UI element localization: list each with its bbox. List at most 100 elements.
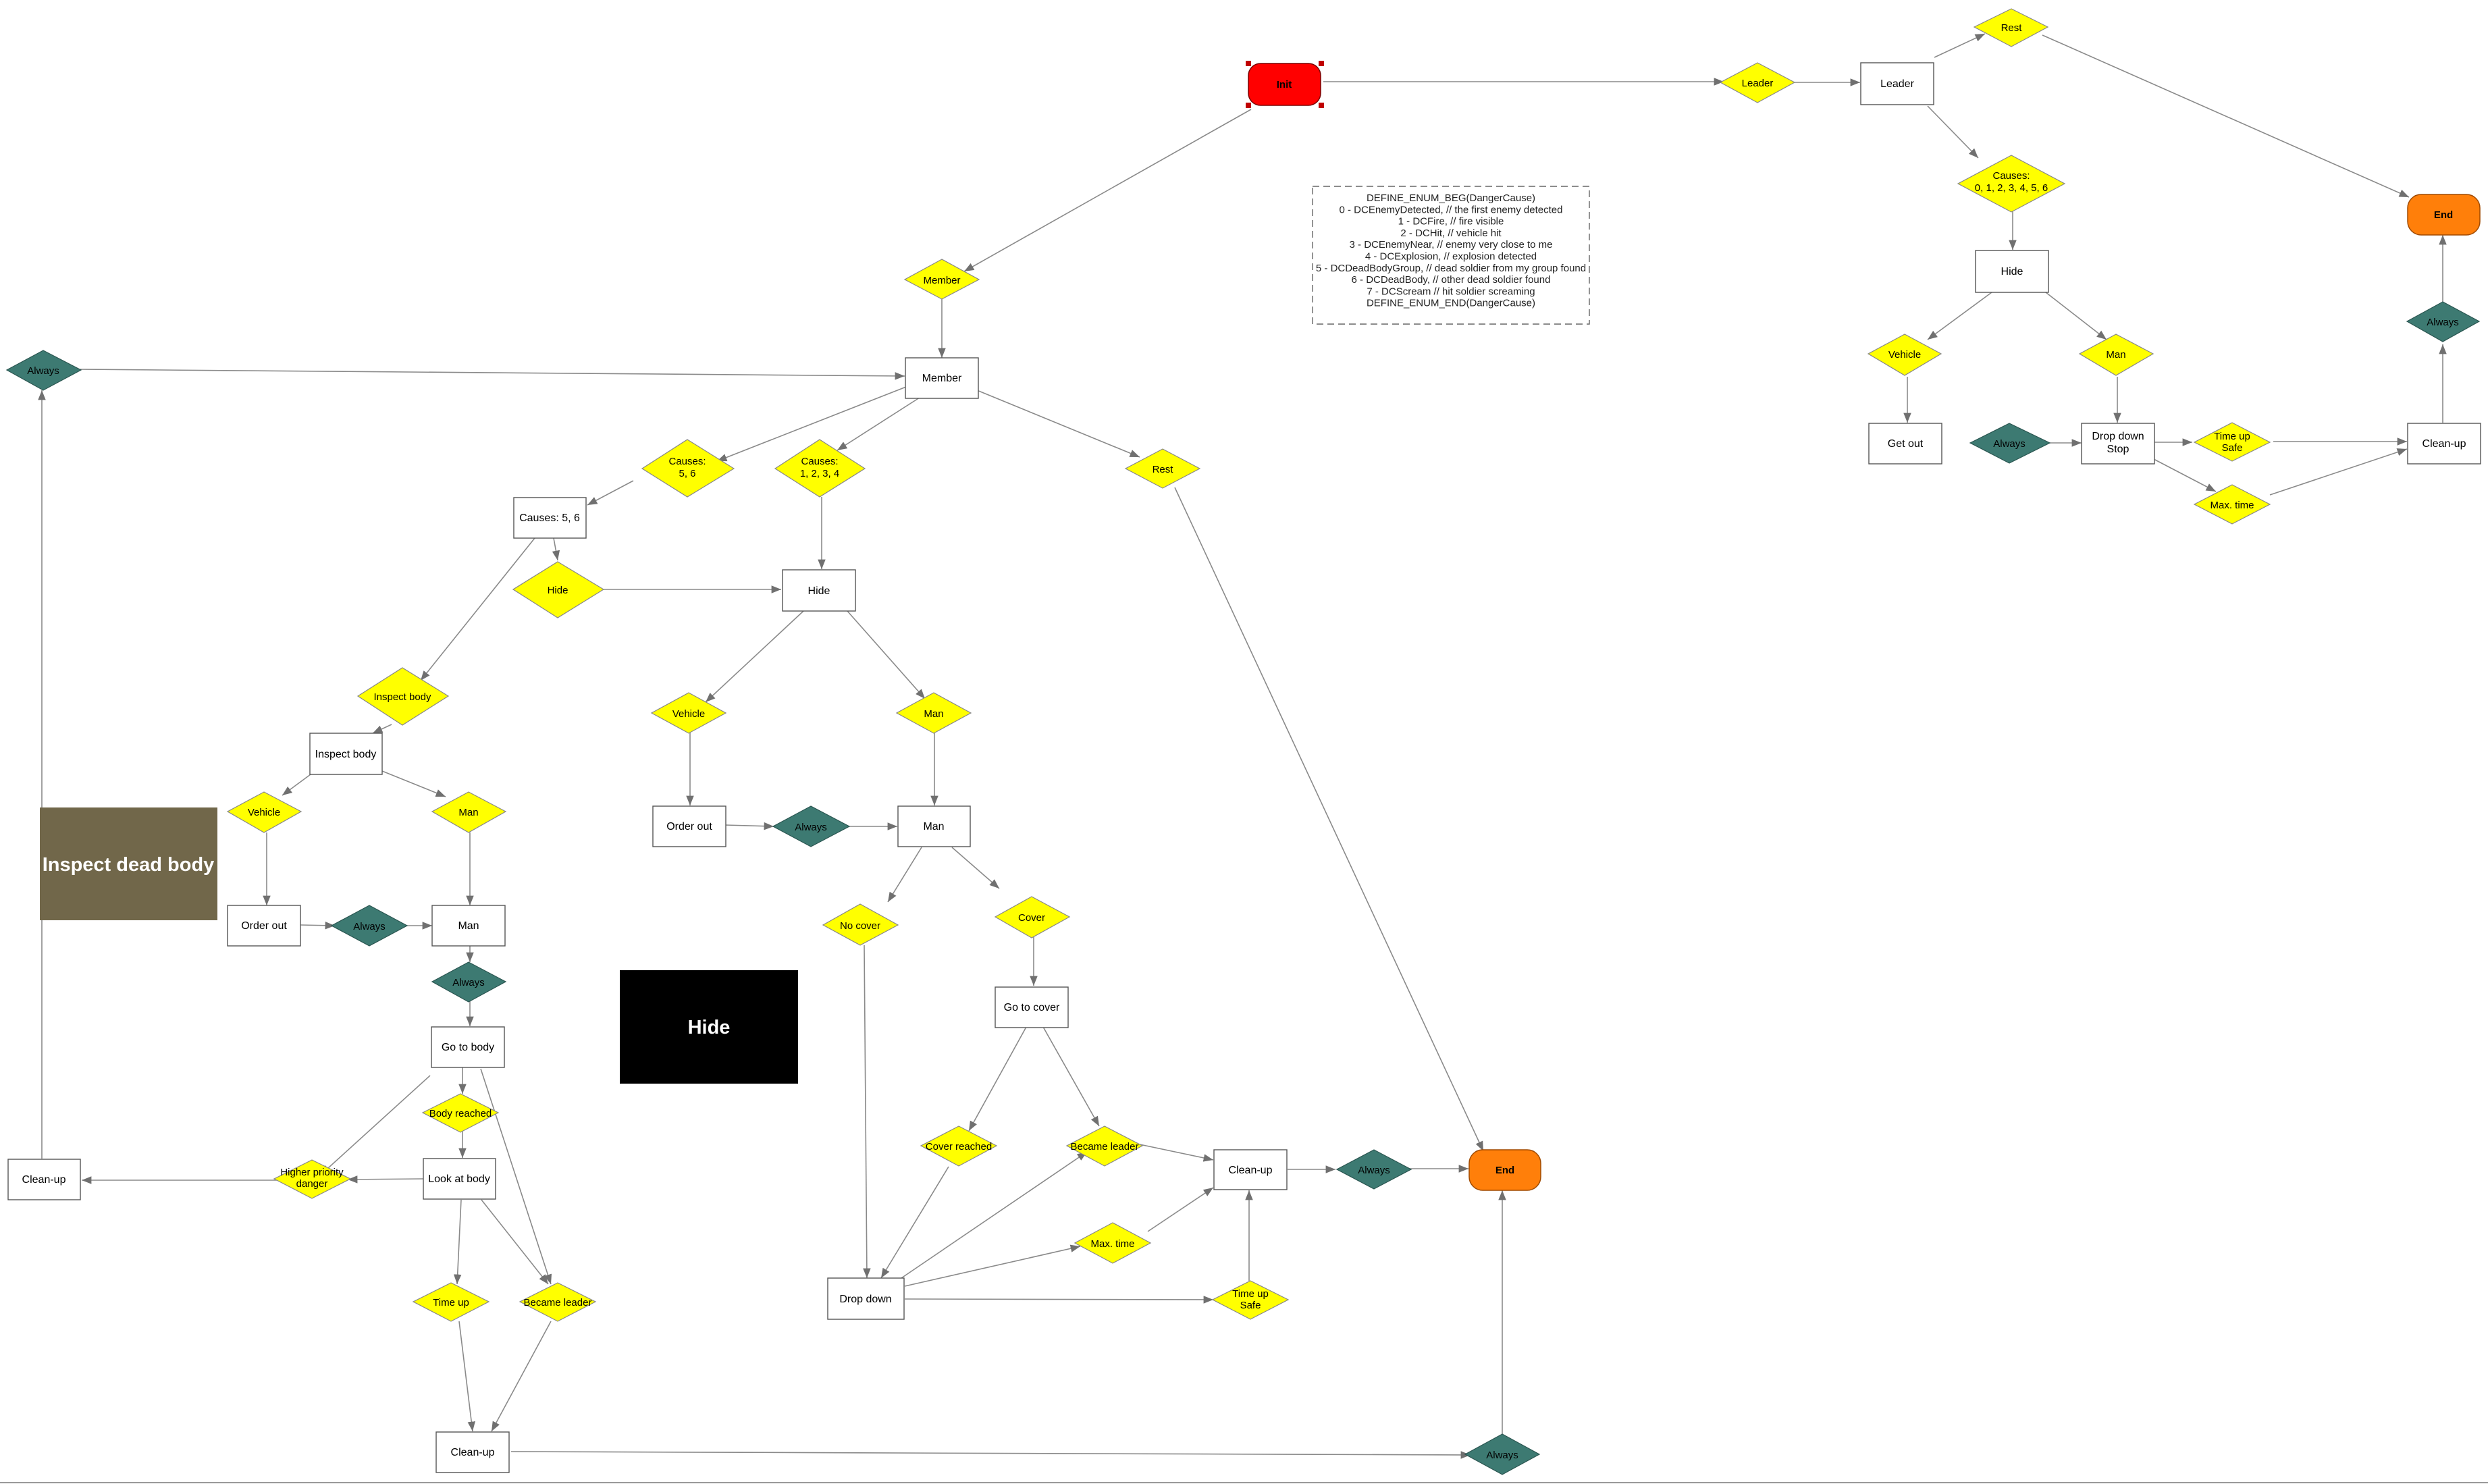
edge xyxy=(1147,1187,1214,1232)
state-label: Stop xyxy=(2107,444,2129,455)
edge xyxy=(847,610,926,699)
state-cleanup-bottom[interactable]: Clean-up xyxy=(435,1431,510,1473)
state-get-out[interactable]: Get out xyxy=(1868,423,1942,465)
state-member[interactable]: Member xyxy=(905,357,979,399)
cond-man-leader[interactable]: Man xyxy=(2078,334,2154,376)
cond-vehicle-leader[interactable]: Vehicle xyxy=(1867,334,1942,376)
state-go-to-body[interactable]: Go to body xyxy=(431,1026,505,1068)
cond-rest-mid[interactable]: Rest xyxy=(1124,448,1201,489)
cond-inspect-body[interactable]: Inspect body xyxy=(356,667,450,726)
state-go-to-cover[interactable]: Go to cover xyxy=(995,986,1069,1028)
edge xyxy=(552,537,560,561)
cond-always-insp2[interactable]: Always xyxy=(431,961,507,1003)
state-inspect-body[interactable]: Inspect body xyxy=(309,733,383,775)
cond-label: Time up xyxy=(1232,1288,1269,1300)
cond-label: Causes: xyxy=(1992,170,2030,182)
cond-vehicle-member[interactable]: Vehicle xyxy=(650,692,727,734)
state-cleanup-left[interactable]: Clean-up xyxy=(7,1159,81,1200)
init-node[interactable]: Init xyxy=(1246,61,1324,108)
state-order-out-left[interactable]: Order out xyxy=(227,905,301,947)
edge xyxy=(372,724,392,734)
end-node-mid[interactable]: End xyxy=(1468,1149,1541,1191)
state-label: Go to cover xyxy=(1004,1002,1060,1013)
state-label: Hide xyxy=(2001,266,2023,277)
cond-became-leader-left[interactable]: Became leader xyxy=(519,1282,597,1322)
cond-always-left[interactable]: Always xyxy=(5,350,82,391)
cond-member[interactable]: Member xyxy=(903,259,980,300)
state-label: Order out xyxy=(666,821,712,832)
state-man-mid[interactable]: Man xyxy=(897,805,971,847)
cond-vehicle-insp[interactable]: Vehicle xyxy=(226,791,302,833)
end-node-top[interactable]: End xyxy=(2407,194,2481,236)
cond-always-mid2[interactable]: Always xyxy=(1335,1149,1412,1190)
cond-always-leader[interactable]: Always xyxy=(1969,423,2051,464)
cond-cover[interactable]: Cover xyxy=(994,896,1071,938)
cond-causes-56[interactable]: Causes:5, 6 xyxy=(641,439,735,498)
cond-always-insp[interactable]: Always xyxy=(330,905,408,947)
cond-maxtime-mid[interactable]: Max. time xyxy=(1074,1222,1152,1264)
banner-hide: Hide xyxy=(620,970,798,1084)
cond-causes-1234[interactable]: Causes:1, 2, 3, 4 xyxy=(774,439,866,498)
edge xyxy=(968,1026,1027,1132)
cond-causes-all[interactable]: Causes:0, 1, 2, 3, 4, 5, 6 xyxy=(1957,155,2066,213)
edge xyxy=(481,1199,549,1285)
edge xyxy=(880,1166,949,1279)
cond-label: Always xyxy=(1358,1165,1390,1176)
cond-label: Causes: xyxy=(668,456,706,467)
cond-label: 0, 1, 2, 3, 4, 5, 6 xyxy=(1975,182,2048,194)
note-frame xyxy=(1312,186,1590,325)
edge xyxy=(2269,448,2408,496)
cond-cover-reached[interactable]: Cover reached xyxy=(920,1125,998,1167)
state-label: Inspect body xyxy=(315,749,377,760)
state-cleanup-mid[interactable]: Clean-up xyxy=(1213,1149,1288,1190)
cond-label: Always xyxy=(353,921,386,932)
state-hide-member[interactable]: Hide xyxy=(782,569,856,612)
cond-timeup-left[interactable]: Time up xyxy=(412,1282,490,1322)
state-hide-leader[interactable]: Hide xyxy=(1975,250,2049,293)
cond-no-cover[interactable]: No cover xyxy=(822,903,899,946)
cond-hide[interactable]: Hide xyxy=(512,561,605,618)
edge xyxy=(347,1175,424,1184)
state-label: Get out xyxy=(1888,438,1924,450)
enum-line: 3 - DCEnemyNear, // enemy very close to … xyxy=(1350,239,1553,250)
edges xyxy=(38,33,2447,1459)
state-label: Go to body xyxy=(442,1042,494,1053)
cond-man-member[interactable]: Man xyxy=(895,692,972,734)
state-label: Clean-up xyxy=(22,1174,66,1186)
edge xyxy=(2045,292,2107,340)
cond-label: Rest xyxy=(1153,464,1174,475)
cond-label: Rest xyxy=(2001,22,2023,34)
state-causes-56[interactable]: Causes: 5, 6 xyxy=(513,497,587,539)
edge xyxy=(300,921,336,930)
state-leader[interactable]: Leader xyxy=(1860,62,1934,105)
enum-line: 0 - DCEnemyDetected, // the first enemy … xyxy=(1340,204,1563,215)
edge xyxy=(837,396,922,451)
enum-line: 1 - DCFire, // fire visible xyxy=(1398,216,1504,228)
cond-label: Man xyxy=(2106,349,2125,361)
edge xyxy=(725,822,774,830)
cond-rest-top[interactable]: Rest xyxy=(1973,8,2049,47)
cond-always-top-right[interactable]: Always xyxy=(2406,301,2481,342)
edge xyxy=(863,945,871,1279)
state-look-at-body[interactable]: Look at body xyxy=(423,1158,496,1200)
cond-leader[interactable]: Leader xyxy=(1719,62,1796,103)
cond-body-reached[interactable]: Body reached xyxy=(421,1093,500,1133)
state-drop-down[interactable]: Drop down xyxy=(827,1277,905,1320)
cond-label: Hide xyxy=(548,585,568,596)
end-label: End xyxy=(1496,1165,1514,1176)
state-man-left[interactable]: Man xyxy=(431,905,506,947)
cond-label: Safe xyxy=(1240,1300,1261,1311)
state-cleanup-top[interactable]: Clean-up xyxy=(2407,423,2481,465)
cond-maxtime-top[interactable]: Max. time xyxy=(2193,484,2271,525)
edge xyxy=(381,770,446,797)
cond-always-mid[interactable]: Always xyxy=(772,805,851,847)
cond-man-insp[interactable]: Man xyxy=(431,791,507,833)
state-order-out-mid[interactable]: Order out xyxy=(652,805,726,847)
cond-always-bottom[interactable]: Always xyxy=(1464,1433,1541,1475)
cond-became-leader-mid[interactable]: Became leader xyxy=(1065,1125,1144,1167)
cond-label: Vehicle xyxy=(672,708,705,720)
